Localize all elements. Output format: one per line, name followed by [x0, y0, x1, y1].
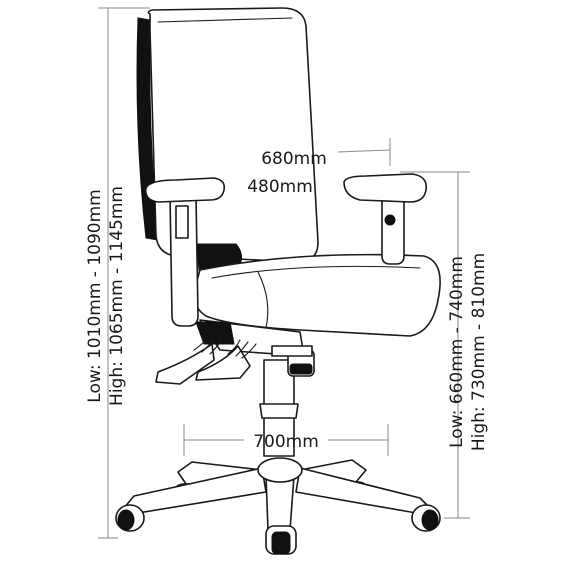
- lever-spring-left: [193, 339, 223, 355]
- overall-height-high-label: High: 1065mm - 1145mm: [107, 186, 127, 406]
- overall-width-line-right: [337, 149, 391, 153]
- base-width-label: 700mm: [253, 432, 319, 452]
- seat: [193, 253, 441, 337]
- seat-seam-top: [211, 265, 421, 279]
- armrest-right-button: [384, 214, 396, 226]
- armrest-right-post: [381, 189, 405, 265]
- seat-seam-side: [257, 271, 269, 329]
- caster-front-right: [411, 504, 441, 532]
- mechanism-block: [195, 321, 235, 345]
- base-hub: [257, 457, 303, 483]
- armrest-left-pad: [144, 177, 226, 203]
- caster-front-left: [115, 504, 145, 532]
- mechanism-housing: [271, 345, 313, 357]
- backrest: [136, 7, 319, 263]
- overall-height-low-label: Low: 1010mm - 1090mm: [85, 189, 105, 402]
- chair-base: [115, 457, 441, 555]
- seat-width-label: 480mm: [247, 177, 313, 197]
- armrest-left-clip: [175, 205, 189, 239]
- base-leg-front-right: [295, 467, 431, 515]
- seat-cushion: [193, 253, 441, 337]
- backrest-top-seam: [157, 17, 293, 23]
- lever-right: [195, 345, 251, 381]
- lever-spring-right: [227, 339, 257, 359]
- base-leg-front-center: [265, 475, 295, 531]
- seat-height-high-label: High: 730mm - 810mm: [469, 253, 489, 451]
- armrest-right: [343, 173, 428, 265]
- seat-mechanism: [155, 319, 315, 385]
- seat-height-low-label: Low: 660mm - 740mm: [447, 256, 467, 448]
- caster-front-center: [265, 525, 297, 555]
- armrest-left: [144, 177, 226, 327]
- gas-lift: [259, 359, 299, 457]
- overall-width-label: 680mm: [261, 149, 327, 169]
- armrest-right-pad: [343, 173, 428, 203]
- gas-lift-collar: [259, 403, 299, 419]
